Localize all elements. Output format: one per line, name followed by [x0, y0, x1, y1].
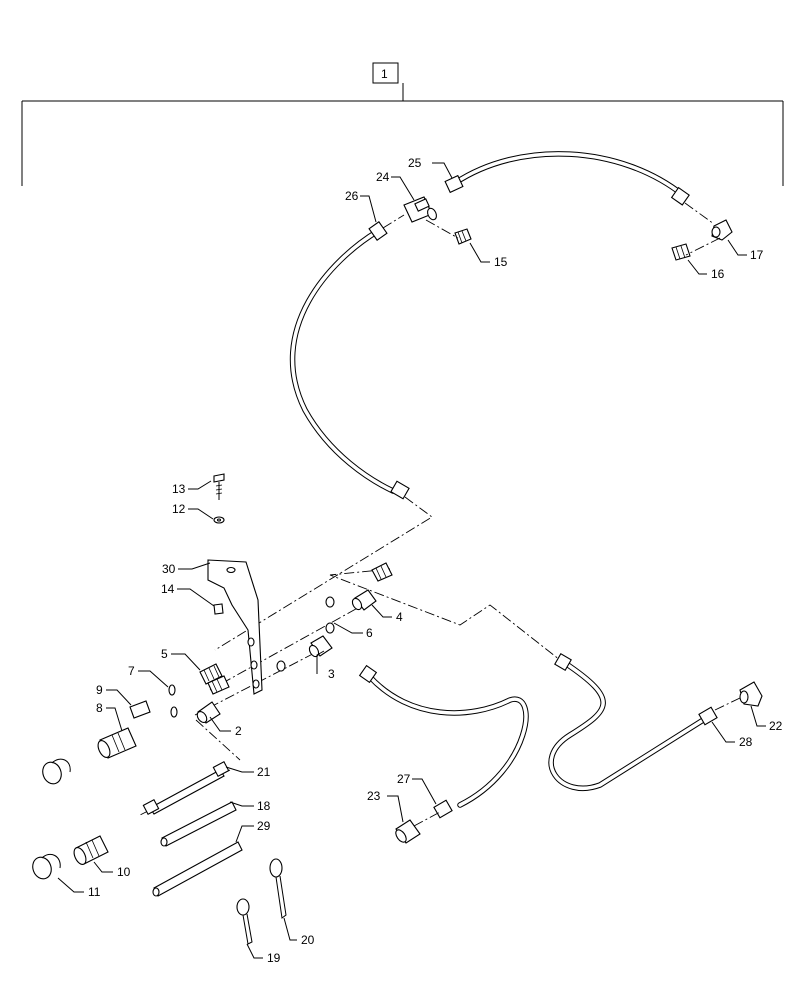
coupler-mid [207, 675, 230, 695]
coupler-2 [196, 701, 221, 724]
callout-18-label: 18 [257, 799, 271, 813]
washer-12 [213, 516, 225, 524]
coupler-5 [199, 663, 223, 685]
rod-29 [152, 841, 243, 897]
nut-14 [213, 603, 224, 615]
fitting-top-coupler [371, 562, 393, 582]
fitting-4 [351, 589, 377, 611]
callout-12-label: 12 [172, 502, 186, 516]
callout-29-label: 29 [257, 819, 271, 833]
lynch-pin-19 [236, 898, 253, 945]
callout-6-label: 6 [366, 626, 373, 640]
assembly-bracket [21, 62, 784, 186]
callout-7-label: 7 [128, 664, 135, 678]
callout-16-label: 16 [711, 267, 725, 281]
adapter-16 [671, 243, 691, 261]
callout-30-label: 30 [162, 562, 176, 576]
callout-20-label: 20 [301, 933, 315, 947]
callout-3-label: 3 [328, 667, 335, 681]
nut-6b [276, 660, 286, 672]
rod-18 [160, 801, 237, 847]
callout-8-label: 8 [96, 701, 103, 715]
hose-26 [290, 221, 410, 500]
callout-9-label: 9 [96, 683, 103, 697]
hose-25 [444, 151, 690, 206]
callout-26-label: 26 [345, 189, 359, 203]
callout-15-label: 15 [494, 255, 508, 269]
callout-11-label: 11 [88, 885, 101, 899]
centerline-ports [139, 599, 373, 816]
callout-21-label: 21 [257, 765, 271, 779]
quick-coupler-10 [73, 835, 109, 865]
callout-5-label: 5 [161, 647, 168, 661]
tee-fitting-24 [403, 196, 437, 223]
centerline-hose26-route [214, 496, 433, 651]
nut-6 [325, 596, 335, 634]
callout-19-label: 19 [267, 951, 281, 965]
adapter-15 [454, 228, 472, 245]
callout-24-label: 24 [376, 170, 390, 184]
bolt-13 [213, 473, 225, 500]
callout-4-label: 4 [396, 610, 403, 624]
oring-7 [168, 684, 178, 718]
callout-13-label: 13 [172, 482, 186, 496]
elbow-3 [308, 635, 333, 658]
callout-27-label: 27 [397, 772, 411, 786]
leader-lines [57, 162, 766, 959]
dust-cap-11 [32, 853, 61, 880]
centerline-22 [714, 696, 743, 711]
callout-25-label: 25 [408, 156, 422, 170]
hose-21 [142, 761, 230, 815]
bracket-30 [207, 559, 263, 695]
hose-27 [358, 664, 529, 819]
callout-14-label: 14 [161, 582, 175, 596]
centerline-elbow [684, 202, 721, 256]
centerline-23 [413, 811, 441, 827]
quick-coupler-8 [97, 727, 137, 759]
centerline-main-route [329, 568, 561, 661]
adapter-9 [129, 700, 151, 719]
callout-17-label: 17 [750, 248, 764, 262]
nut-23 [395, 819, 421, 844]
callout-2-label: 2 [235, 724, 242, 738]
hose-28 [548, 653, 718, 791]
centerline-tee [382, 214, 459, 239]
elbow-22 [739, 681, 763, 707]
callout-1-label: 1 [381, 67, 388, 81]
callout-23-label: 23 [367, 789, 381, 803]
dust-cap-upper [42, 758, 71, 785]
elbow-17 [711, 219, 733, 241]
callout-10-label: 10 [117, 865, 131, 879]
callout-28-label: 28 [739, 735, 753, 749]
lynch-pin-20 [269, 858, 287, 919]
callout-22-label: 22 [769, 719, 783, 733]
